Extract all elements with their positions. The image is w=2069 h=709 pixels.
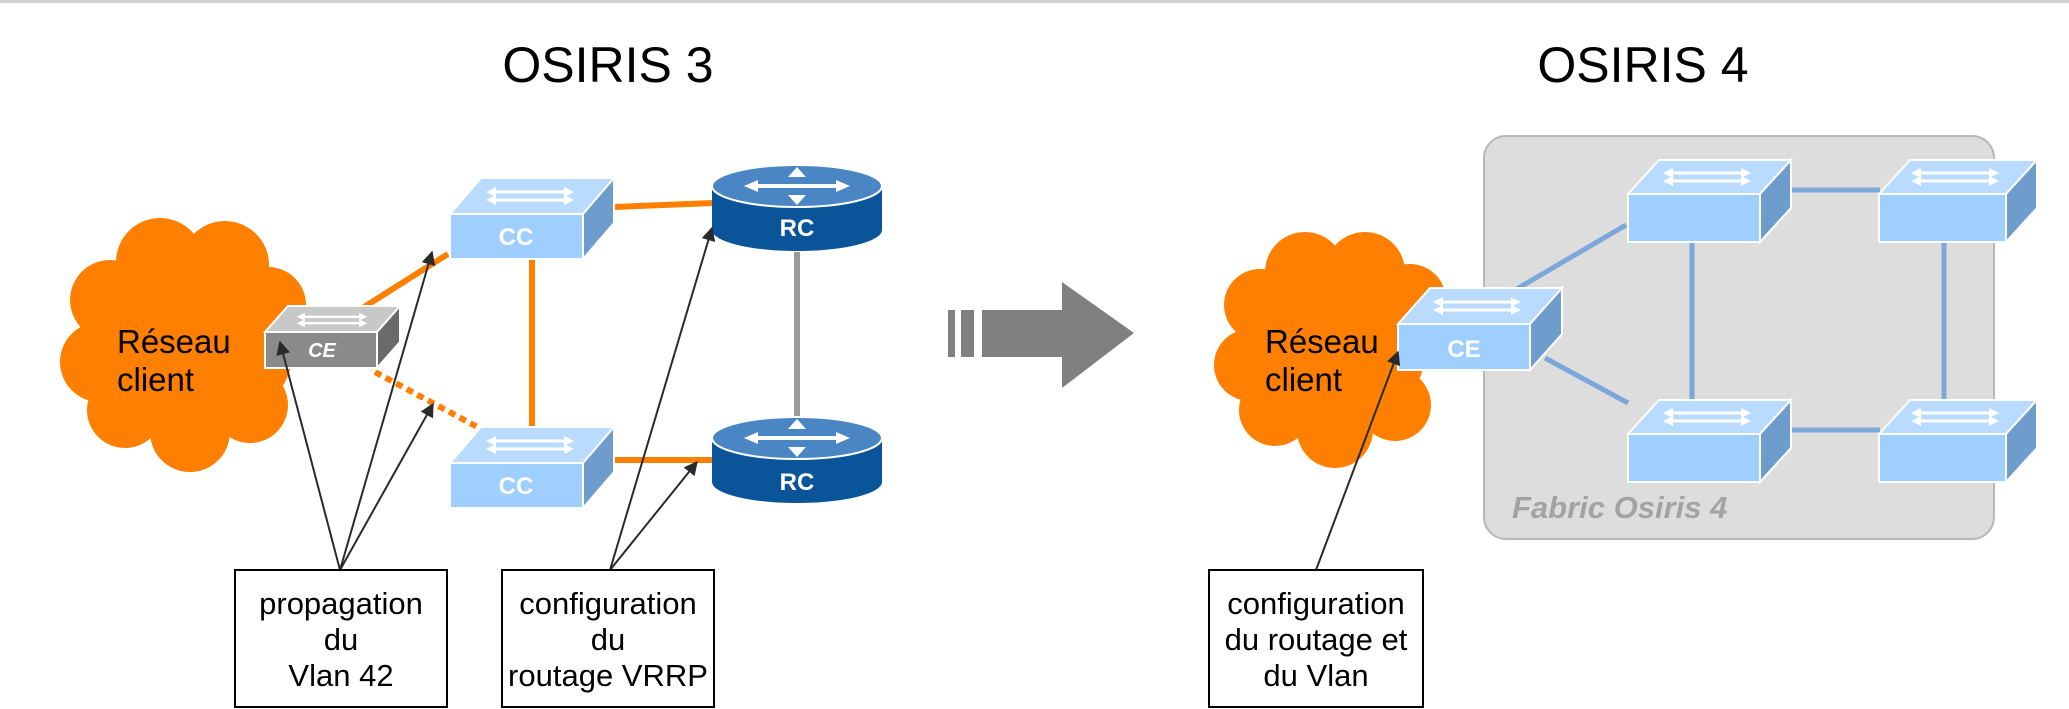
link-ce-cc-top [362,251,450,310]
cloud-label-line2: client [117,361,194,398]
fabric-switch-icon [1625,397,1794,485]
fabric-links [1513,187,1947,433]
annotation-arrows-left [276,226,716,571]
annotation-arrow-right [1315,350,1401,571]
cc-bottom-label: CC [499,473,534,500]
note-vlan-line3: Vlan 42 [288,658,393,693]
cloud-label-line1: Réseau [1265,323,1379,360]
cc-top-switch-icon [447,175,617,262]
note-box-vlan [234,569,448,708]
cloud-icon [60,218,306,472]
fabric-switch-icon [1876,157,2040,245]
note-box-routing [1208,569,1424,708]
note-vrrp-line3: routage VRRP [508,658,708,693]
note-vrrp-line2: du [591,622,625,657]
note-routing-line2: du routage et [1225,622,1408,657]
link-ce-cc-bottom [373,369,485,433]
ce-label: CE [1447,336,1480,363]
fabric-label: Fabric Osiris 4 [1512,490,1727,525]
cc-top-label: CC [499,224,534,251]
rc-top-router-icon [711,164,883,251]
fabric-switch-icon [1625,157,1794,245]
rc-bottom-router-icon [711,416,883,503]
top-border [0,0,2069,3]
rc-top-label: RC [780,215,815,242]
cloud-icon [1214,232,1446,468]
note-routing-line1: configuration [1227,586,1405,621]
cloud-label-line2: client [1265,361,1342,398]
cloud-label-line1: Réseau [117,323,231,360]
cc-bottom-switch-icon [447,424,617,511]
ce-label: CE [308,340,336,362]
fabric-switch-icon [1876,397,2040,485]
link-cc-rc-top [613,200,715,210]
title-osiris-4: OSIRIS 4 [1537,37,1748,93]
title-osiris-3: OSIRIS 3 [502,37,713,93]
note-box-vrrp [501,569,715,708]
note-vlan-line2: du [324,622,358,657]
rc-bottom-label: RC [780,469,815,496]
note-vlan-line1: propagation [259,586,423,621]
arrow-right-icon [948,282,1134,388]
ce-switch-icon [1395,285,1565,373]
note-routing-line3: du Vlan [1263,658,1368,693]
note-vrrp-line1: configuration [519,586,697,621]
